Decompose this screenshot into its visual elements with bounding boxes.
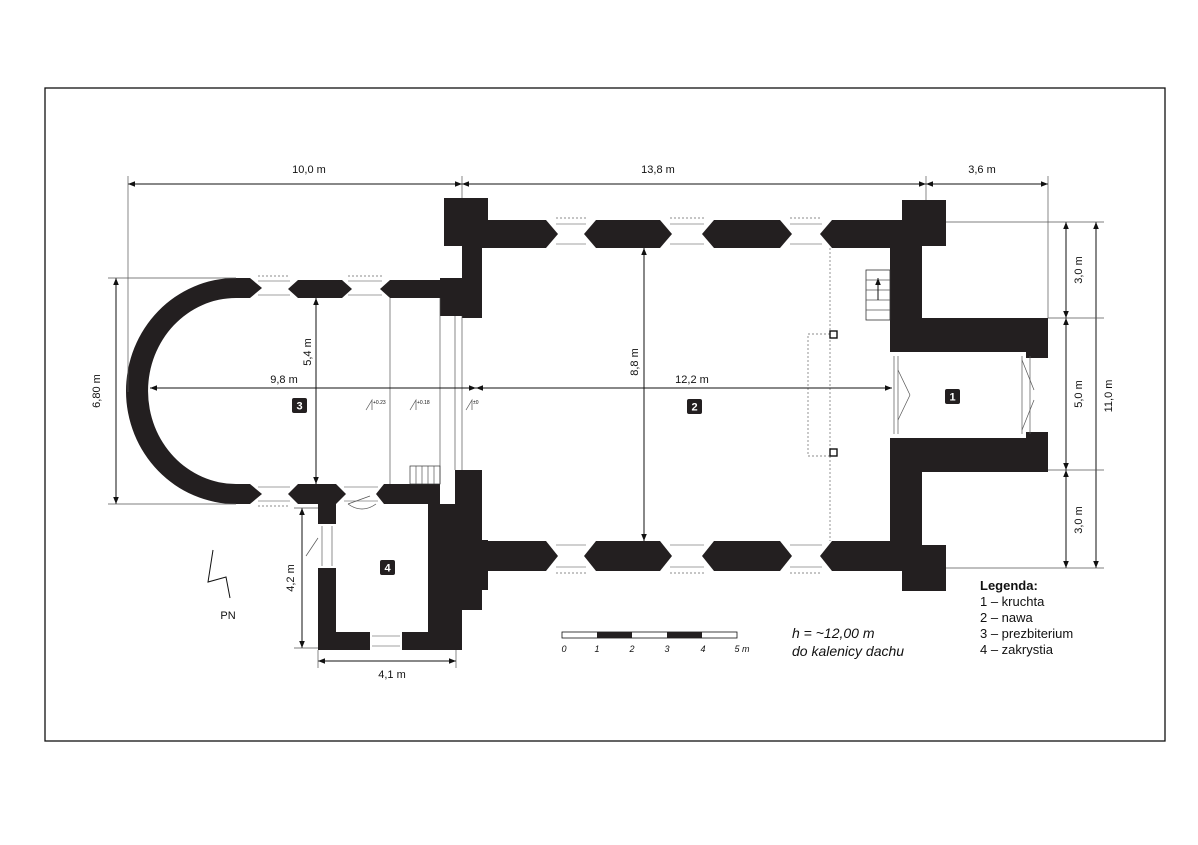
dim-right-upper: 3,0 m (1073, 256, 1085, 284)
walls (126, 198, 1048, 650)
scale-tick-1: 1 (594, 644, 599, 654)
sacristy-east-wall (428, 504, 462, 650)
dim-top-porch: 3,6 m (968, 164, 996, 176)
dim-right-lower: 3,0 m (1073, 506, 1085, 534)
room-label-porch: 1 (945, 389, 960, 404)
room-label-nave-text: 2 (691, 402, 697, 414)
room-label-presbytery-text: 3 (296, 401, 302, 413)
dim-right-middle: 5,0 m (1073, 380, 1085, 408)
nave-south-pier-2 (584, 541, 672, 571)
legend-item-1: 1 – kruchta (980, 594, 1045, 609)
nave-south-pier-4 (820, 541, 905, 571)
north-arrow-icon: PN (207, 549, 236, 622)
scale-tick-2: 2 (628, 644, 634, 654)
room-label-sacristy-text: 4 (384, 563, 391, 575)
presbytery-south-pier-1 (236, 484, 262, 504)
north-arrow-label: PN (220, 610, 235, 622)
dim-nave-width: 8,8 m (629, 348, 641, 376)
nave-south-pier-1 (480, 541, 558, 571)
dim-sacristy-width: 4,1 m (378, 669, 406, 681)
nave-se-corner (902, 545, 946, 591)
legend-title: Legenda: (980, 578, 1038, 593)
nave-ne-corner (902, 200, 946, 246)
nave-south-pier-3 (702, 541, 792, 571)
sacristy-west-wall-upper (318, 502, 330, 524)
level-mark-2: +0.18 (417, 400, 430, 406)
dim-sacristy-height: 4,2 m (285, 564, 297, 592)
dim-top-nave: 13,8 m (641, 164, 675, 176)
scale-bar: 0 1 2 3 4 5 m (561, 631, 750, 654)
scale-tick-3: 3 (664, 644, 669, 654)
nave-west-wall-upper (462, 240, 482, 318)
porch-doors (893, 356, 1035, 434)
dim-nave-length: 12,2 m (675, 374, 709, 386)
room-label-presbytery: 3 (292, 398, 307, 413)
sacristy-north-wall-right (384, 484, 440, 504)
dim-presbytery-inner-width: 5,4 m (302, 338, 314, 366)
presbytery-north-pier-2 (288, 280, 352, 298)
interior-lines (305, 248, 1035, 557)
dim-top-presbytery: 10,0 m (292, 164, 326, 176)
dim-right-total: 11,0 m (1103, 380, 1115, 413)
nave-north-pier-4 (820, 220, 905, 248)
dim-presbytery-length: 9,8 m (270, 374, 298, 386)
porch-east-post-south (1026, 432, 1048, 472)
porch-south-wall (890, 438, 1040, 472)
scale-tick-0: 0 (561, 644, 566, 654)
height-note-line2: do kalenicy dachu (792, 643, 904, 659)
level-marks: +0.23 +0.18 ±0 (365, 398, 479, 411)
windows (258, 217, 822, 647)
presbytery-north-pier-3 (380, 280, 455, 298)
legend-item-3: 3 – prezbiterium (980, 626, 1073, 641)
drawing-frame (44, 87, 1166, 742)
scale-tick-5: 5 m (734, 644, 750, 654)
porch-east-post-north (1026, 318, 1048, 358)
sacristy-south-wall-left (318, 632, 370, 650)
height-note-line1: h = ~12,00 m (792, 625, 875, 641)
porch-north-wall (890, 318, 1040, 352)
legend-item-2: 2 – nawa (980, 610, 1034, 625)
dimension-lines (108, 176, 1104, 668)
sacristy-south-wall-right (402, 632, 462, 650)
room-label-porch-text: 1 (949, 392, 955, 404)
apse-wall (126, 278, 250, 504)
legend-item-4: 4 – zakrystia (980, 642, 1054, 657)
nave-north-pier-2 (584, 220, 672, 248)
scale-tick-4: 4 (700, 644, 705, 654)
room-label-sacristy: 4 (380, 560, 395, 575)
level-mark-3: ±0 (473, 400, 479, 406)
level-mark-1: +0.23 (373, 400, 386, 406)
presbytery-north-pier-1 (236, 278, 262, 298)
stairs-presbytery (409, 465, 441, 485)
legend: Legenda: 1 – kruchta 2 – nawa 3 – prezbi… (980, 578, 1073, 657)
nave-north-pier-3 (702, 220, 792, 248)
sacristy-west-wall-lower (318, 568, 336, 650)
room-label-nave: 2 (687, 399, 702, 414)
stairs-nave (865, 269, 891, 321)
dim-presbytery-outer-width: 6,80 m (91, 374, 103, 408)
nave-north-pier-1 (480, 220, 558, 248)
presbytery-south-pier-2 (288, 484, 346, 504)
